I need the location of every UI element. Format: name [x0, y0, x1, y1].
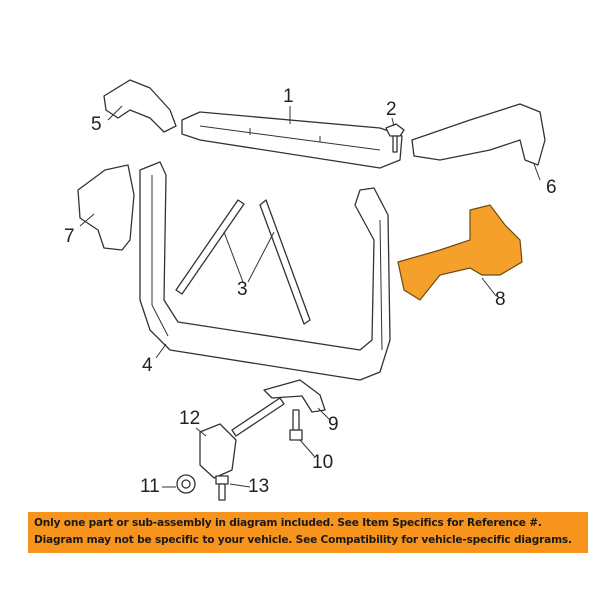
part-2-bolt: [385, 123, 405, 153]
callout-6: 6: [546, 177, 557, 198]
disclaimer-line-1: Only one part or sub-assembly in diagram…: [34, 517, 542, 529]
callout-11: 11: [140, 476, 160, 497]
callout-5: 5: [91, 114, 102, 135]
part-1-upper-tie-bar: [181, 111, 403, 169]
part-11-nut: [176, 474, 196, 494]
callout-3: 3: [237, 279, 248, 300]
callout-2: 2: [386, 99, 397, 120]
part-6-side-bracket: [411, 103, 546, 166]
callout-10: 10: [312, 452, 334, 473]
callout-7: 7: [64, 226, 75, 247]
part-7-bracket: [77, 164, 135, 251]
link-rod: [231, 397, 285, 437]
callout-4: 4: [142, 355, 153, 376]
part-4-radiator-support: [139, 161, 391, 381]
part-9-arm: [263, 379, 331, 421]
part-3-struts: [175, 199, 311, 325]
part-5-bracket: [103, 79, 177, 133]
disclaimer-line-2: Diagram may not be specific to your vehi…: [34, 534, 572, 546]
callout-9: 9: [328, 414, 339, 435]
callout-13: 13: [248, 476, 270, 497]
callout-12: 12: [179, 408, 201, 429]
part-13-bolt: [215, 475, 229, 501]
part-8-highlighted-bracket: [397, 204, 523, 301]
disclaimer-banner: Only one part or sub-assembly in diagram…: [28, 512, 588, 553]
callout-8: 8: [495, 289, 506, 310]
part-12-bracket: [195, 423, 237, 479]
part-10-bolt: [289, 409, 315, 457]
callout-1: 1: [283, 86, 294, 107]
